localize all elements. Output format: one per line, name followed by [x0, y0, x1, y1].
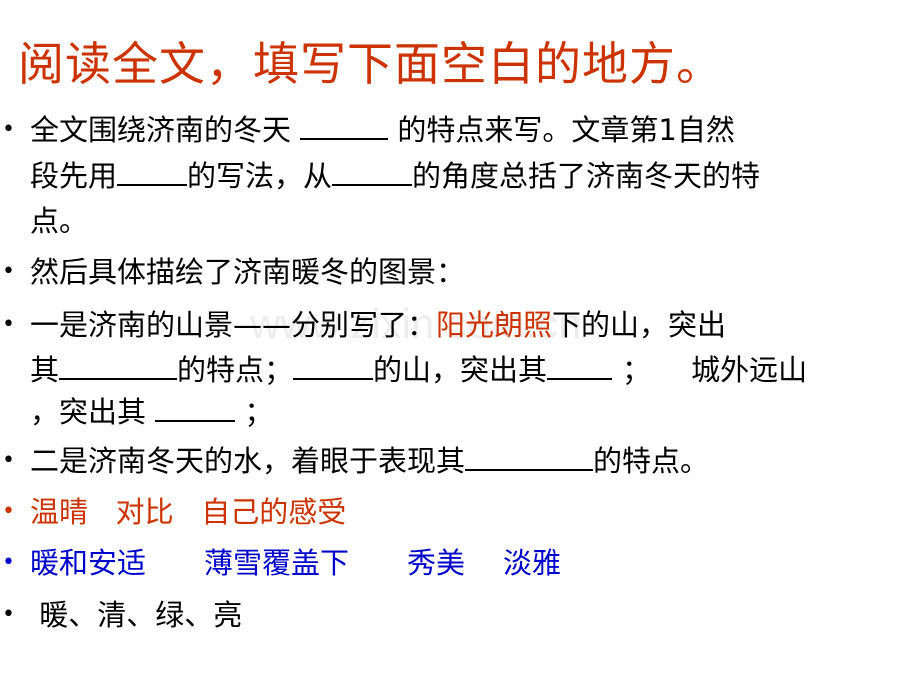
item-text: ，突出其 — [30, 395, 156, 429]
item-text: 的特点来写。文章第1自然 — [388, 113, 735, 147]
item-text: 的写法，从 — [187, 159, 333, 193]
item-text: 下的山，突出 — [552, 308, 727, 342]
answer-text: 薄雪覆盖下 — [204, 546, 350, 580]
bullet-icon: • — [2, 602, 15, 627]
answer-blank[interactable] — [155, 392, 236, 422]
answer-blank[interactable] — [332, 156, 413, 186]
answer-blank[interactable] — [293, 350, 374, 380]
item-text: 全文围绕济南的冬天 — [30, 113, 301, 147]
item-text: ； — [622, 353, 652, 387]
bullet-icon: • — [2, 312, 15, 337]
item-text: 城外远山 — [691, 353, 808, 387]
item-text: 一是济南的山景——分别写了： — [30, 308, 437, 342]
slide-title: 阅读全文，填写下面空白的地方。 — [18, 37, 723, 91]
answer-blank[interactable] — [300, 110, 389, 140]
item-text: 其 — [30, 353, 60, 387]
bullet-icon: • — [2, 550, 15, 575]
item-text: 温晴 对比 自己的感受 — [30, 495, 347, 529]
answer-text: 暖和安适 — [30, 546, 147, 580]
item-text: 段先用 — [30, 159, 118, 193]
item-text: 的特点。 — [593, 444, 710, 478]
item-text: 二是济南冬天的水，着眼于表现其 — [30, 444, 466, 478]
item-text: 然后具体描绘了济南暖冬的图景： — [30, 255, 466, 289]
item-text: 的角度总括了济南冬天的特 — [412, 159, 761, 193]
item-text: ； — [235, 395, 274, 429]
bullet-icon: • — [2, 259, 15, 284]
answer-blank[interactable] — [59, 350, 178, 380]
item-text: 点。 — [30, 204, 89, 238]
bullet-icon: • — [2, 448, 15, 473]
answer-blank[interactable] — [465, 441, 594, 471]
bullet-icon: • — [2, 117, 15, 142]
item-text: 的山，突出其 — [373, 353, 548, 387]
bullet-icon: • — [2, 499, 15, 524]
answer-blank[interactable] — [547, 350, 613, 380]
answer-text: 淡雅 — [503, 546, 562, 580]
item-text: 的特点； — [177, 353, 294, 387]
item-text: 暖、清、绿、亮 — [30, 598, 243, 632]
highlight-text: 阳光朗照 — [436, 308, 553, 342]
answer-text: 秀美 — [407, 546, 466, 580]
watermark: www.zixin.com.cn — [250, 300, 582, 347]
answer-blank[interactable] — [117, 156, 188, 186]
